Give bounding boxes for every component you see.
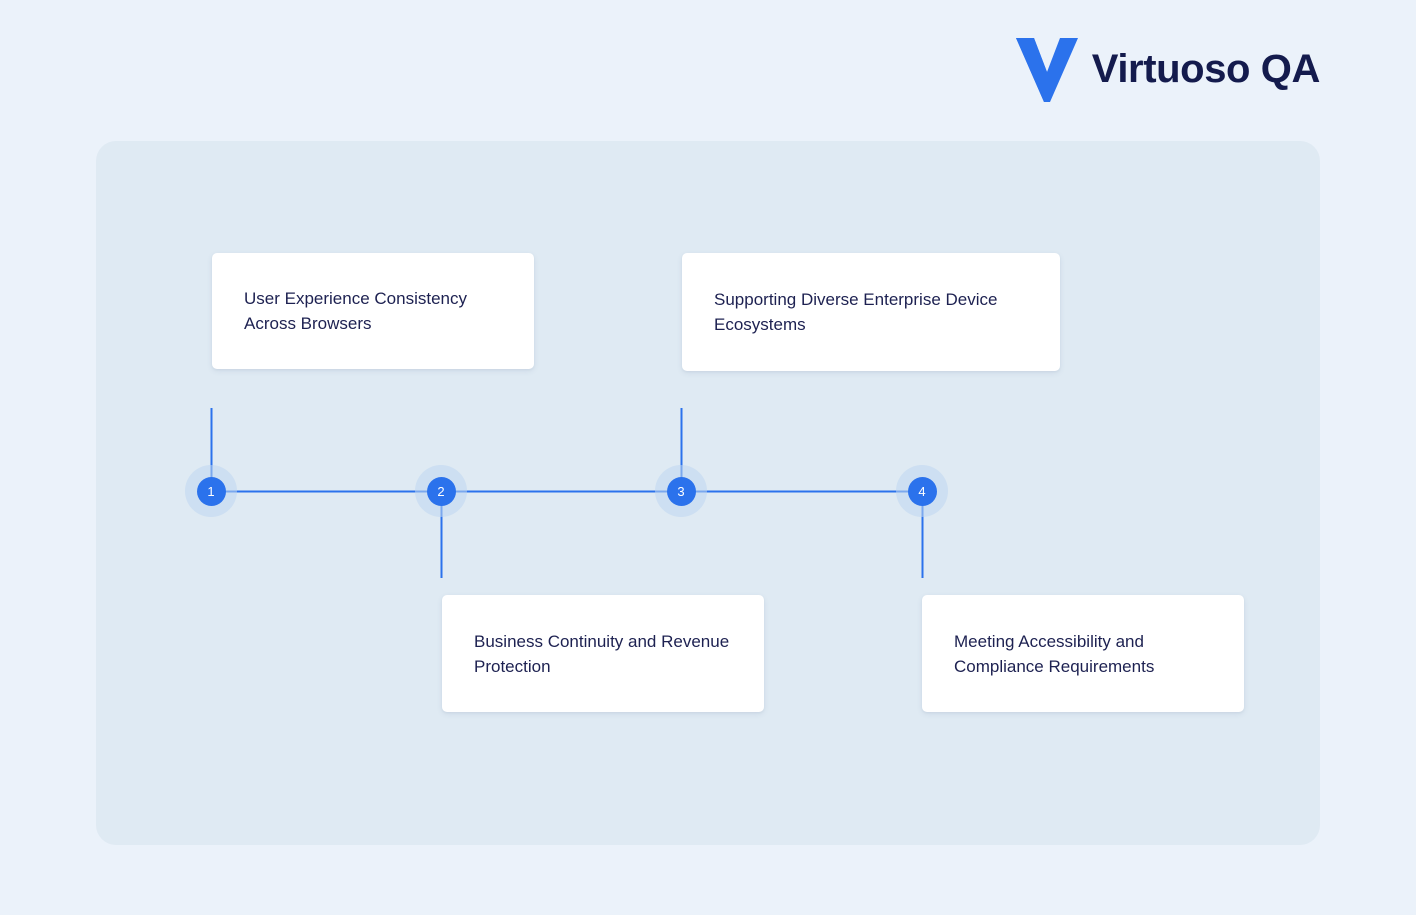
timeline-node-2-number: 2	[426, 476, 456, 506]
timeline-node-3-number: 3	[666, 476, 696, 506]
timeline-card-2-label: Business Continuity and Revenue Protecti…	[474, 631, 730, 676]
timeline-card-4-label: Meeting Accessibility and Compliance Req…	[954, 631, 1155, 676]
timeline-card-1-label: User Experience Consistency Across Brows…	[244, 289, 467, 333]
timeline-node-3[interactable]: 3	[655, 465, 707, 517]
timeline-card-4[interactable]: Meeting Accessibility and Compliance Req…	[922, 595, 1244, 712]
timeline-node-2[interactable]: 2	[415, 465, 467, 517]
timeline-node-1[interactable]: 1	[185, 465, 237, 517]
timeline-card-3[interactable]: Supporting Diverse Enterprise Device Eco…	[682, 253, 1060, 371]
timeline-node-1-number: 1	[196, 476, 226, 506]
timeline-card-2[interactable]: Business Continuity and Revenue Protecti…	[442, 595, 764, 712]
virtuoso-v-logo-icon	[1015, 38, 1078, 102]
brand-name: Virtuoso QA	[1091, 47, 1321, 91]
timeline-card-1[interactable]: User Experience Consistency Across Brows…	[212, 253, 534, 369]
timeline-panel	[96, 141, 1320, 845]
brand-logo: Virtuoso QA	[1015, 36, 1321, 102]
timeline-node-4-number: 4	[907, 476, 937, 506]
timeline-card-3-label: Supporting Diverse Enterprise Device Eco…	[714, 290, 998, 334]
timeline-node-4[interactable]: 4	[896, 465, 948, 517]
